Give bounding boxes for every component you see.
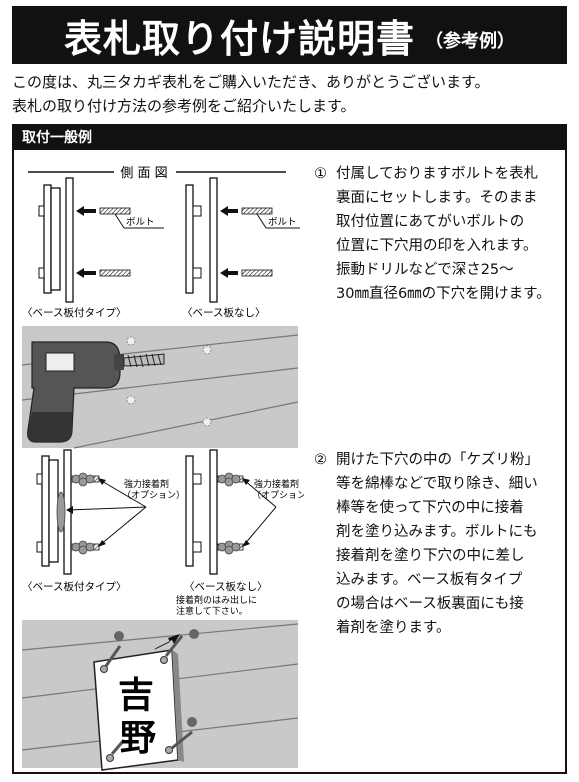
plate-with-base-diagram: ボルト	[38, 177, 164, 303]
arrow-icon	[220, 206, 238, 216]
step-2-line: 開けた下穴の中の「ケズリ粉」	[336, 452, 539, 468]
step-1-line: 30㎜直径6㎜の下穴を開けます。	[336, 286, 551, 302]
step-1-line: 位置に下穴用の印を入れます。	[336, 238, 538, 254]
step-1-line: 付属しておりますボルトを表札	[336, 166, 539, 182]
arrow-icon	[154, 634, 180, 650]
adhesive-label-left-1: 強力接着剤	[124, 478, 169, 490]
step-1-line: 裏面にセットします。そのまま	[336, 190, 538, 206]
step-2-line: 剤を塗り込みます。ボルトにも	[336, 524, 538, 540]
page-title: 表札取り付け説明書	[63, 16, 415, 61]
step-1-number: ①	[314, 166, 327, 182]
page-subtitle: （参考例）	[425, 31, 515, 52]
installation-illustration: 吉 野	[21, 620, 299, 771]
section-title: 取付一般例	[14, 126, 565, 150]
step-2-line: 等を綿棒などで取り除き、細い	[336, 476, 538, 492]
nameplate-char-1: 吉	[118, 675, 154, 716]
step-1-line: 振動ドリルなどで深さ25～	[336, 262, 514, 278]
step-1-line: 取付位置にあてがいボルトの	[336, 214, 525, 230]
step-2-line: 着剤を塗ります。	[336, 620, 451, 636]
step-2: ② 開けた下穴の中の「ケズリ粉」 等を綿棒などで取り除き、細い 棒等を使って下穴…	[314, 448, 564, 640]
plate-without-base-diagram: ボルト	[185, 177, 300, 303]
caption-with-base-2: 〈ベース板付タイプ〉	[22, 580, 126, 593]
side-view-diagram: 側 面 図 ボルト	[22, 166, 300, 319]
step-2-line: 込みます。ベース板有タイプ	[336, 572, 523, 588]
nameplate-plate: 吉 野	[93, 635, 193, 771]
adhesive-diagram: 強力接着剤 （オプション） 強力接着剤 （オプション） 〈ベース板付タイプ〉 〈…	[22, 449, 304, 617]
arrow-icon	[220, 268, 238, 278]
intro-line-1: この度は、丸三タカギ表札をご購入いただき、ありがとうございます。	[12, 73, 490, 91]
adhesive-note-1: 接着剤のはみ出しに	[176, 594, 257, 606]
intro-text: この度は、丸三タカギ表札をご購入いただき、ありがとうございます。 表札の取り付け…	[12, 70, 572, 118]
arrow-icon	[76, 268, 96, 278]
adhesive-label-right-1: 強力接着剤	[254, 478, 299, 490]
adhesive-label-left-2: （オプション）	[122, 490, 185, 501]
arrow-icon	[76, 206, 96, 216]
drilling-illustration	[21, 326, 299, 449]
instruction-panel: 取付一般例 側 面 図	[12, 124, 567, 774]
step-1: ① 付属しておりますボルトを表札 裏面にセットします。そのまま 取付位置にあてが…	[314, 162, 564, 306]
bolt-label-left: ボルト	[126, 217, 155, 228]
step-2-line: 接着剤を塗り下穴の中に差し	[336, 548, 525, 564]
caption-without-base-2: 〈ベース板なし〉	[184, 580, 267, 593]
caption-with-base-1: 〈ベース板付タイプ〉	[22, 306, 126, 319]
step-2-line: の場合はベース板裏面にも接	[336, 596, 524, 612]
adhesive-note-2: 注意して下さい。	[176, 605, 248, 617]
header-banner: 表札取り付け説明書 （参考例）	[12, 6, 567, 64]
caption-without-base-1: 〈ベース板なし〉	[182, 306, 265, 319]
side-view-label: 側 面 図	[120, 166, 167, 181]
bolt-label-right: ボルト	[268, 217, 297, 228]
step-2-number: ②	[314, 452, 327, 468]
illustrations: 側 面 図 ボルト	[21, 166, 304, 771]
adhesive-label-right-2: （オプション）	[252, 490, 304, 501]
step-2-line: 棒等を使って下穴の中に接着	[336, 500, 524, 516]
intro-line-2: 表札の取り付け方法の参考例をご紹介いたします。	[12, 97, 356, 115]
nameplate-char-2: 野	[120, 718, 156, 759]
